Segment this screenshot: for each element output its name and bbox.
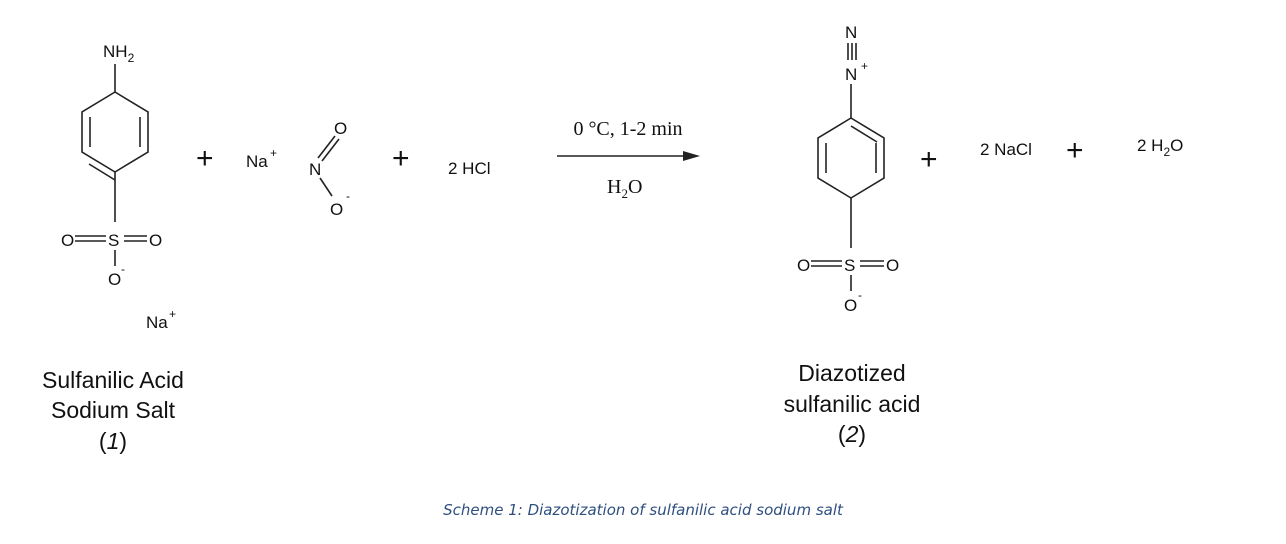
sodium-counter-ion: Na bbox=[146, 313, 168, 332]
plus-sign: + bbox=[920, 143, 938, 176]
plus-sign: + bbox=[392, 142, 410, 175]
compound-number: (1) bbox=[99, 428, 127, 454]
oxygen-atom: O bbox=[330, 200, 343, 219]
oxygen-atom: O bbox=[797, 256, 810, 275]
diazonium-structure: N N + S O O O - bbox=[797, 23, 899, 315]
scheme-caption: Scheme 1: Diazotization of sulfanilic ac… bbox=[443, 501, 844, 519]
arrow-head bbox=[683, 151, 700, 161]
sulfur-atom: S bbox=[844, 256, 855, 275]
oxygen-atom: O bbox=[334, 119, 347, 138]
n-o-single-bond bbox=[319, 177, 333, 197]
n-o-double-bond bbox=[317, 135, 336, 159]
ring-double-bond bbox=[850, 125, 878, 143]
benzene-ring bbox=[81, 91, 149, 173]
sodium-cation: Na bbox=[246, 152, 268, 171]
compound-number: (2) bbox=[838, 421, 866, 447]
nitrogen-atom: N bbox=[845, 65, 857, 84]
water: 2 H2O bbox=[1137, 136, 1183, 159]
sodium-chloride: 2 NaCl bbox=[980, 140, 1032, 159]
amine-group: NH2 bbox=[103, 42, 135, 65]
reaction-arrow bbox=[557, 151, 700, 161]
compound-name-line: Sulfanilic Acid bbox=[42, 367, 184, 393]
ring-double-bond bbox=[88, 163, 116, 181]
benzene-ring bbox=[817, 117, 885, 199]
sodium-nitrite-structure: Na + N O O - bbox=[246, 119, 350, 219]
n-o-double-bond bbox=[321, 138, 340, 162]
compound-name-line: Diazotized bbox=[798, 360, 905, 386]
sulfanilate-structure: NH2 S O O O - Na + bbox=[61, 42, 176, 332]
compound-name-line: sulfanilic acid bbox=[784, 391, 921, 417]
positive-charge: + bbox=[270, 146, 277, 160]
plus-sign: + bbox=[1066, 134, 1084, 167]
oxygen-atom: O bbox=[844, 296, 857, 315]
negative-charge: - bbox=[858, 288, 862, 302]
oxygen-atom: O bbox=[108, 270, 121, 289]
sulfur-atom: S bbox=[108, 231, 119, 250]
oxygen-atom: O bbox=[61, 231, 74, 250]
oxygen-atom: O bbox=[149, 231, 162, 250]
negative-charge: - bbox=[346, 189, 350, 203]
solvent-condition: H2O bbox=[607, 176, 642, 201]
negative-charge: - bbox=[121, 262, 125, 276]
plus-sign: + bbox=[196, 142, 214, 175]
nitrogen-atom: N bbox=[309, 160, 321, 179]
positive-charge: + bbox=[861, 59, 868, 73]
compound-name-line: Sodium Salt bbox=[51, 397, 176, 423]
temperature-time-condition: 0 °C, 1-2 min bbox=[573, 118, 682, 140]
oxygen-atom: O bbox=[886, 256, 899, 275]
positive-charge: + bbox=[169, 307, 176, 321]
nitrogen-atom: N bbox=[845, 23, 857, 42]
hydrochloric-acid: 2 HCl bbox=[448, 159, 491, 178]
